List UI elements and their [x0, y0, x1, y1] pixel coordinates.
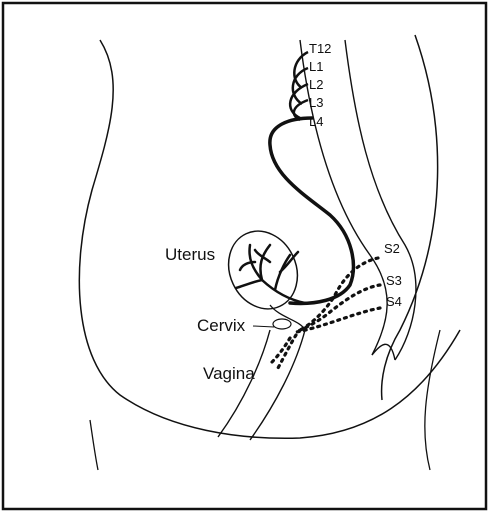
uterus-outline: [216, 220, 310, 320]
figure-frame: [3, 3, 486, 509]
cervix-os: [273, 319, 291, 329]
label-l3: L3: [309, 95, 323, 110]
label-vagina: Vagina: [203, 364, 255, 383]
label-uterus: Uterus: [165, 245, 215, 264]
sacral-parasympathetic-fibres: [272, 258, 380, 368]
buttock-outline: [425, 330, 440, 470]
thigh-outline: [90, 420, 98, 470]
cervix-leader-line: [253, 326, 274, 327]
body-outline: [79, 40, 460, 438]
uterine-nerve-branches: [236, 245, 305, 303]
sympathetic-nerve-trunk: [270, 118, 354, 303]
label-l4: L4: [309, 114, 323, 129]
label-cervix: Cervix: [197, 316, 246, 335]
spine-posterior-line: [345, 40, 416, 360]
label-l1: L1: [309, 59, 323, 74]
label-s2: S2: [384, 241, 400, 256]
label-s3: S3: [386, 273, 402, 288]
label-s4: S4: [386, 294, 402, 309]
label-l2: L2: [309, 77, 323, 92]
label-t12: T12: [309, 41, 331, 56]
vagina-posterior-wall: [250, 330, 305, 440]
